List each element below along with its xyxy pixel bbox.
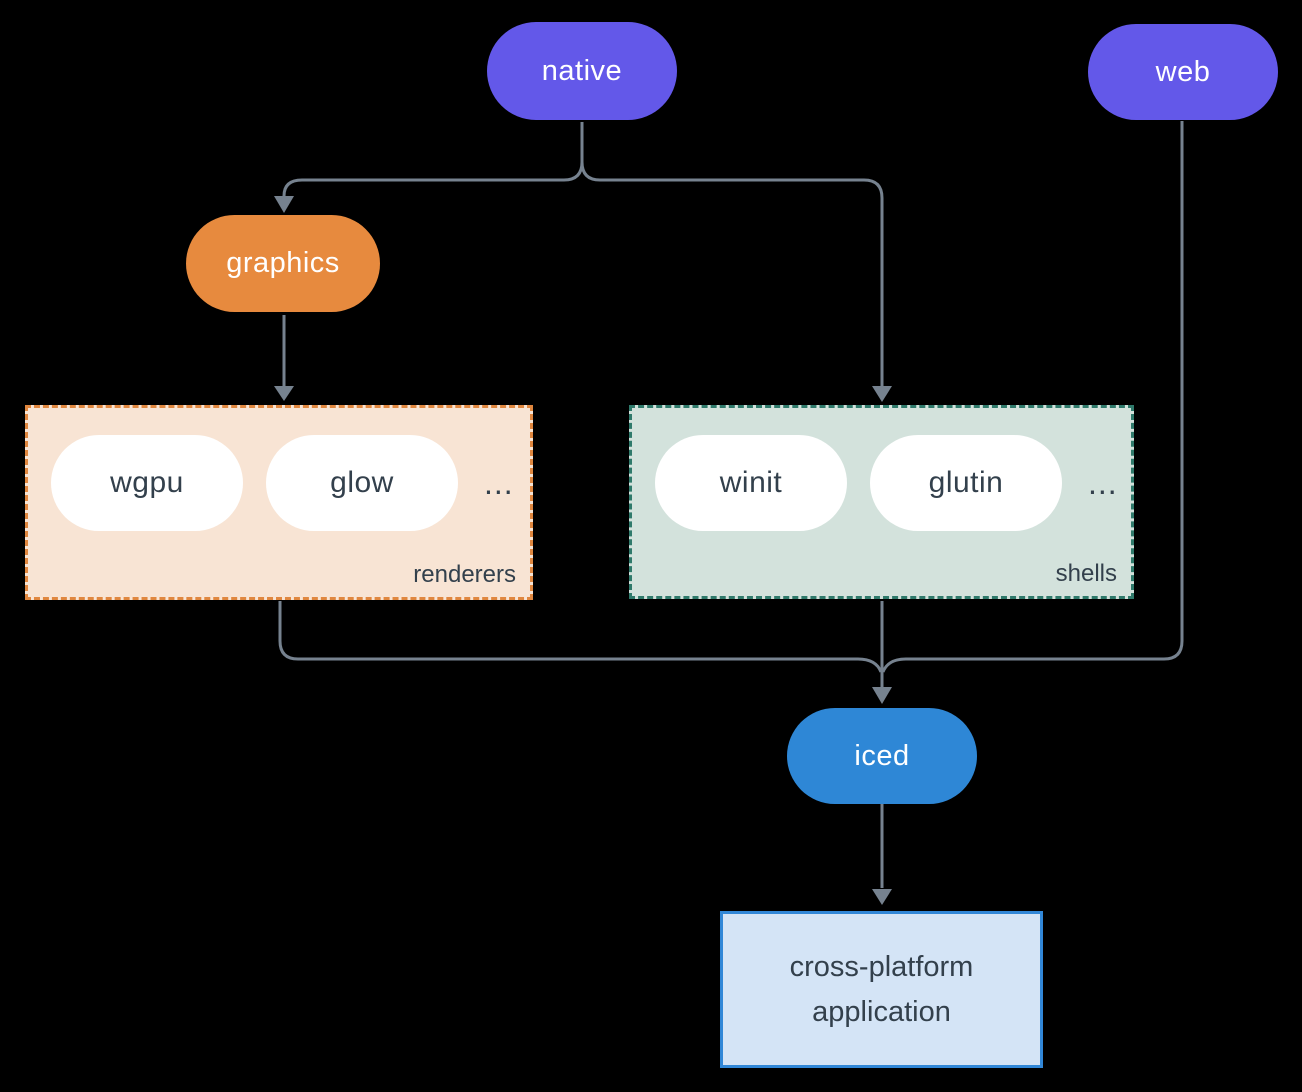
edge-web-to-iced — [881, 121, 1184, 673]
group-shells: winit glutin ... shells — [629, 405, 1134, 599]
node-cross-platform-application: cross-platform application — [720, 911, 1043, 1068]
renderers-ellipsis: ... — [484, 464, 514, 501]
node-native: native — [487, 22, 677, 120]
arrowhead-renderers — [274, 386, 294, 401]
node-glow: glow — [266, 435, 458, 531]
edge-native-to-graphics — [282, 122, 584, 197]
renderers-label: renderers — [413, 561, 516, 588]
node-graphics: graphics — [186, 215, 380, 312]
arrowhead-graphics — [274, 196, 294, 213]
group-renderers: wgpu glow ... renderers — [25, 405, 533, 600]
shells-row: winit glutin ... — [632, 408, 1131, 531]
arrowhead-app — [872, 889, 892, 905]
node-wgpu: wgpu — [51, 435, 243, 531]
node-iced: iced — [787, 708, 977, 804]
renderers-row: wgpu glow ... — [28, 408, 530, 531]
shells-label: shells — [1055, 560, 1117, 587]
arrowhead-shells — [872, 386, 892, 402]
node-web: web — [1088, 24, 1278, 120]
node-winit: winit — [655, 435, 847, 531]
arrowhead-iced — [872, 687, 892, 704]
edge-native-to-shells — [580, 122, 884, 386]
shells-ellipsis: ... — [1088, 464, 1118, 501]
node-glutin: glutin — [870, 435, 1062, 531]
edge-renderers-to-iced — [278, 601, 883, 673]
